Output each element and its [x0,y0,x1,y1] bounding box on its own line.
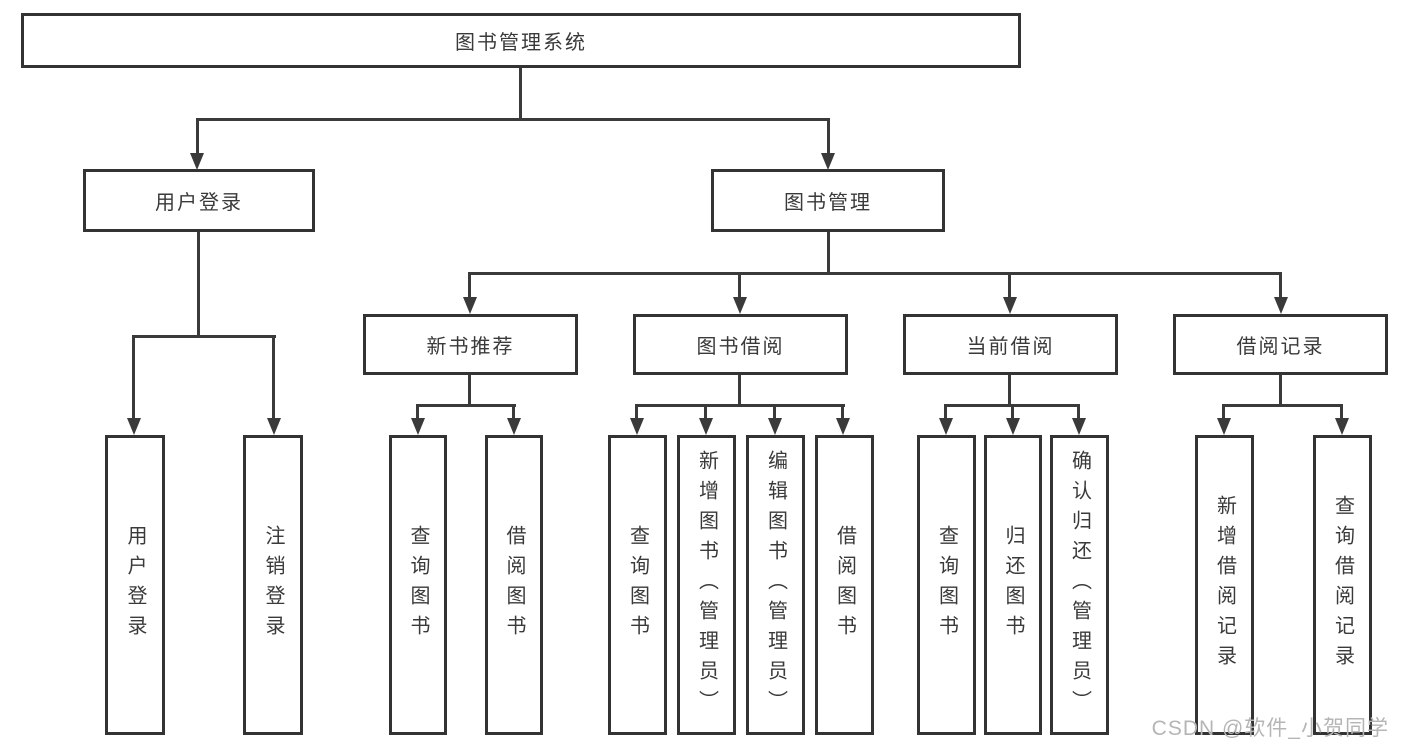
connector-drop-leaf [704,404,707,420]
leaf-borrow-book-1-label: 借阅图书 [503,525,525,645]
leaf-query-book-3: 查询图书 [917,435,976,735]
node-book-mgmt-label: 图书管理 [784,192,872,214]
arrow-down-icon [1274,297,1288,314]
connector-drop-borrow-record [1279,272,1282,299]
arrow-down-icon [190,153,204,170]
arrow-down-icon [411,418,425,435]
arrow-down-icon [733,297,747,314]
connector-drop-leaf-logout [272,335,275,420]
leaf-borrow-book-2: 借阅图书 [815,435,874,735]
connector-root-branch [196,118,830,121]
arrow-down-icon [1217,418,1231,435]
connector-book-borrow-stem [738,375,741,407]
connector-drop-leaf [1077,404,1080,420]
arrow-down-icon [1006,418,1020,435]
leaf-query-book-1-label: 查询图书 [407,525,429,645]
connector-new-book-rec-branch [416,404,516,407]
node-book-mgmt: 图书管理 [711,169,945,232]
connector-drop-leaf-user-login [132,335,135,420]
connector-drop-new-book-rec [468,272,471,299]
node-current-borrow: 当前借阅 [903,314,1118,375]
connector-drop-leaf [944,404,947,420]
arrow-down-icon [1003,297,1017,314]
arrow-down-icon [127,418,141,435]
leaf-confirm-return-label: 确认归还（管理员） [1068,450,1091,720]
arrow-down-icon [1072,418,1086,435]
leaf-confirm-return: 确认归还（管理员） [1050,435,1109,735]
leaf-query-record: 查询借阅记录 [1313,435,1372,735]
leaf-logout: 注销登录 [243,435,303,735]
connector-drop-leaf [1340,404,1343,420]
node-book-borrow-label: 图书借阅 [696,336,785,358]
csdn-watermark: CSDN @软件_小贺同学 [1151,717,1389,740]
connector-drop-leaf [512,404,515,420]
leaf-edit-book: 编辑图书（管理员） [746,435,805,735]
connector-drop-leaf [841,404,844,420]
leaf-add-book: 新增图书（管理员） [677,435,736,735]
connector-drop-leaf [1011,404,1014,420]
node-borrow-record-label: 借阅记录 [1236,336,1325,358]
connector-drop-leaf [416,404,419,420]
node-current-borrow-label: 当前借阅 [966,336,1055,358]
node-new-book-rec-label: 新书推荐 [426,336,515,358]
node-user-login: 用户登录 [83,169,315,232]
connector-user-login-branch [132,335,276,338]
arrow-down-icon [507,418,521,435]
connector-drop-user-login [196,118,199,155]
leaf-query-book-3-label: 查询图书 [935,525,958,645]
connector-new-book-rec-stem [468,375,471,407]
connector-book-mgmt-stem [827,231,830,275]
leaf-borrow-book-1: 借阅图书 [485,435,543,735]
leaf-query-book-2-label: 查询图书 [626,525,649,645]
leaf-add-record: 新增借阅记录 [1195,435,1254,735]
node-root: 图书管理系统 [21,13,1021,68]
leaf-edit-book-label: 编辑图书（管理员） [764,450,787,720]
connector-user-login-stem [197,231,200,338]
arrow-down-icon [267,418,281,435]
arrow-down-icon [630,418,644,435]
connector-borrow-record-stem [1279,375,1282,407]
leaf-logout-label: 注销登录 [262,525,284,645]
connector-drop-book-borrow [738,272,741,299]
connector-book-borrow-branch [635,404,845,407]
arrow-down-icon [939,418,953,435]
leaf-query-book-1: 查询图书 [389,435,447,735]
leaf-borrow-book-2-label: 借阅图书 [833,525,856,645]
node-user-login-label: 用户登录 [155,192,243,214]
leaf-add-book-label: 新增图书（管理员） [695,450,718,720]
node-borrow-record: 借阅记录 [1173,314,1388,375]
connector-drop-book-mgmt [827,118,830,155]
leaf-return-book: 归还图书 [984,435,1042,735]
node-new-book-rec: 新书推荐 [363,314,578,375]
node-book-borrow: 图书借阅 [633,314,848,375]
arrow-down-icon [1335,418,1349,435]
connector-drop-leaf [773,404,776,420]
leaf-query-book-2: 查询图书 [608,435,667,735]
arrow-down-icon [699,418,713,435]
leaf-query-record-label: 查询借阅记录 [1331,495,1354,675]
connector-root-stem [519,68,522,120]
connector-drop-current-borrow [1008,272,1011,299]
arrow-down-icon [768,418,782,435]
connector-current-borrow-stem [1008,375,1011,407]
leaf-return-book-label: 归还图书 [1002,525,1024,645]
arrow-down-icon [821,153,835,170]
node-root-label: 图书管理系统 [455,32,587,54]
leaf-add-record-label: 新增借阅记录 [1213,495,1236,675]
connector-borrow-record-branch [1222,404,1343,407]
arrow-down-icon [836,418,850,435]
arrow-down-icon [463,297,477,314]
leaf-user-login: 用户登录 [105,435,165,735]
connector-book-mgmt-branch [468,272,1282,275]
connector-drop-leaf [635,404,638,420]
leaf-user-login-label: 用户登录 [124,525,146,645]
connector-drop-leaf [1222,404,1225,420]
